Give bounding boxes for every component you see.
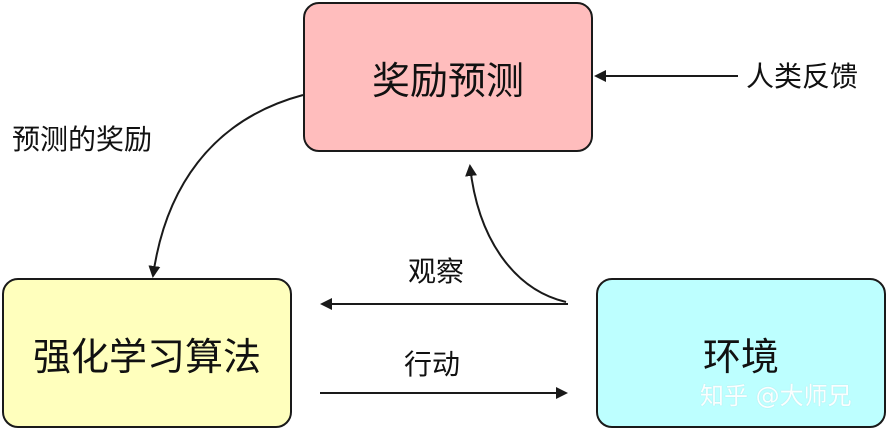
predicted-reward-label: 预测的奖励: [12, 123, 153, 156]
rl-algorithm-label: 强化学习算法: [32, 334, 261, 379]
environment-label: 环境: [702, 334, 779, 379]
rl-algorithm-node: 强化学习算法: [2, 278, 292, 428]
arrow-predicted-reward: [148, 94, 304, 278]
arrow-env-to-reward: [465, 164, 567, 303]
action-label: 行动: [404, 348, 461, 381]
observation-label: 观察: [408, 255, 465, 288]
reward-prediction-label: 奖励预测: [371, 58, 524, 103]
reward-prediction-node: 奖励预测: [303, 2, 593, 152]
human-feedback-label: 人类反馈: [746, 60, 859, 93]
environment-node: 环境: [596, 278, 886, 428]
watermark-text: 知乎 @大师兄: [700, 382, 852, 410]
